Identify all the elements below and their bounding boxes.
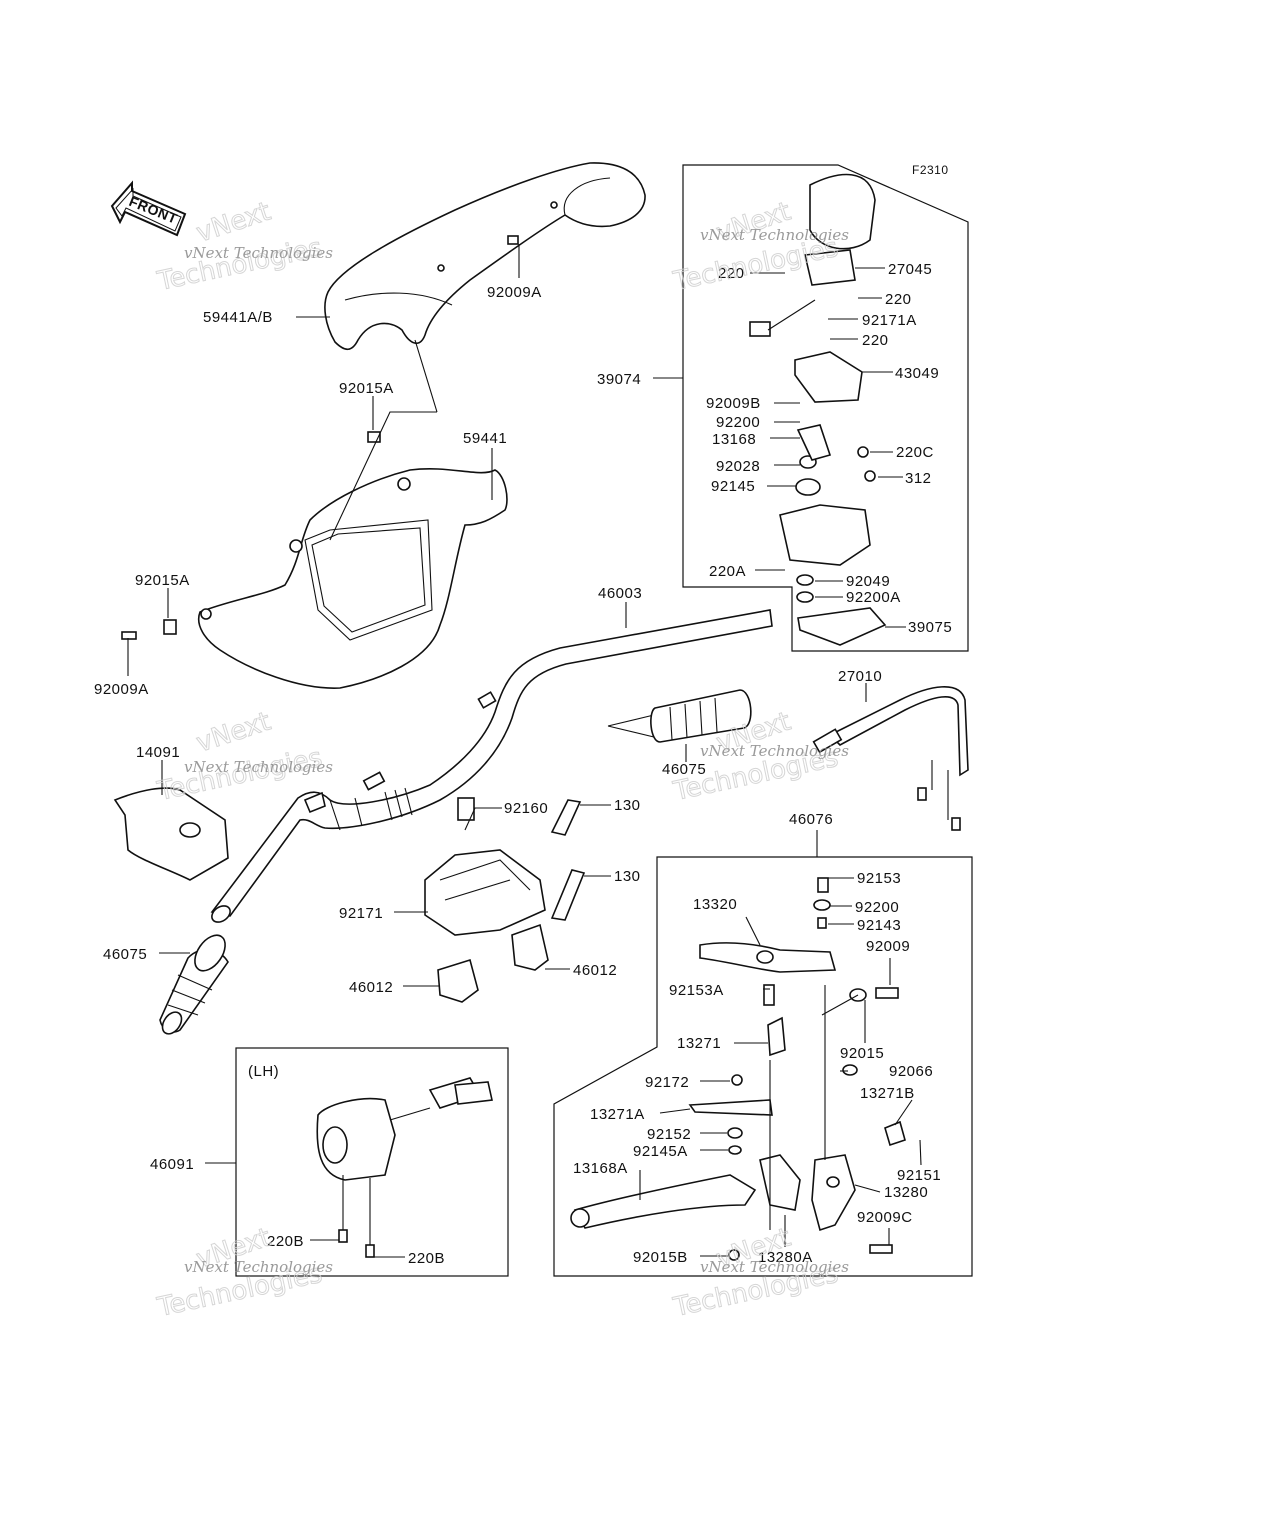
svg-text:vNext Technologies: vNext Technologies xyxy=(184,758,333,776)
label-46012-left: 46012 xyxy=(349,979,393,996)
label-46003: 46003 xyxy=(598,585,642,602)
label-59441ab: 59441A/B xyxy=(203,309,273,326)
svg-text:vNext Technologies: vNext Technologies xyxy=(700,1258,849,1276)
label-59441: 59441 xyxy=(463,430,507,447)
label-39075: 39075 xyxy=(908,619,952,636)
label-46076: 46076 xyxy=(789,811,833,828)
lh-switch-46091 xyxy=(316,1077,493,1258)
label-92171: 92171 xyxy=(339,905,383,922)
label-92171a: 92171A xyxy=(862,312,917,329)
label-13271a: 13271A xyxy=(590,1106,645,1123)
label-92015a-left: 92015A xyxy=(135,572,190,589)
svg-text:Technologies: Technologies xyxy=(154,233,325,297)
label-220-1: 220 xyxy=(718,265,745,282)
front-arrow-icon: FRONT xyxy=(110,180,187,237)
label-92009b: 92009B xyxy=(706,395,761,412)
watermark-3: vNext Technologies vNext Technologies xyxy=(154,706,334,807)
svg-text:vNext: vNext xyxy=(193,197,275,249)
label-92200: 92200 xyxy=(716,414,760,431)
handlebar-46003 xyxy=(210,609,773,923)
label-92015: 92015 xyxy=(840,1045,884,1062)
label-92015b: 92015B xyxy=(633,1249,688,1266)
label-92009a-top: 92009A xyxy=(487,284,542,301)
label-14091: 14091 xyxy=(136,744,180,761)
label-220b-2: 220B xyxy=(408,1250,445,1267)
label-92152: 92152 xyxy=(647,1126,691,1143)
throttle-assembly-box xyxy=(682,164,969,652)
label-13320: 13320 xyxy=(693,896,737,913)
label-13280a: 13280A xyxy=(758,1249,813,1266)
label-92160: 92160 xyxy=(504,800,548,817)
label-13271b: 13271B xyxy=(860,1085,915,1102)
label-92200-b: 92200 xyxy=(855,899,899,916)
label-92172: 92172 xyxy=(645,1074,689,1091)
lh-box-label: (LH) xyxy=(248,1063,279,1080)
label-46012-right: 46012 xyxy=(573,962,617,979)
label-130-1: 130 xyxy=(614,797,641,814)
leader-lines xyxy=(127,244,922,1258)
label-220c: 220C xyxy=(896,444,934,461)
throttle-assembly-39074 xyxy=(749,173,887,646)
lh-switch-box xyxy=(235,1047,509,1277)
label-92066: 92066 xyxy=(889,1063,933,1080)
label-92009: 92009 xyxy=(866,938,910,955)
diagram-code: F2310 xyxy=(912,163,949,177)
svg-text:vNext Technologies: vNext Technologies xyxy=(184,1258,333,1276)
label-130-2: 130 xyxy=(614,868,641,885)
part-labels: 59441A/B 92009A 92015A 59441 92015A 9200… xyxy=(94,261,952,1267)
grip-46075-top xyxy=(607,689,752,743)
label-92143: 92143 xyxy=(857,917,901,934)
label-92145a: 92145A xyxy=(633,1143,688,1160)
label-220b-1: 220B xyxy=(267,1233,304,1250)
label-92151: 92151 xyxy=(897,1167,941,1184)
clamp-assembly-46012 xyxy=(424,797,586,1003)
label-43049: 43049 xyxy=(895,365,939,382)
label-13168a: 13168A xyxy=(573,1160,628,1177)
watermark-5: vNext Technologies vNext Technologies xyxy=(154,1222,334,1323)
watermarks: vNext Technologies vNext Technologies vN… xyxy=(154,196,850,1323)
label-92153: 92153 xyxy=(857,870,901,887)
label-220a: 220A xyxy=(709,563,746,580)
label-13271: 13271 xyxy=(677,1035,721,1052)
label-92049: 92049 xyxy=(846,573,890,590)
bracket-14091 xyxy=(113,787,229,881)
svg-text:vNext Technologies: vNext Technologies xyxy=(700,742,849,760)
label-13168: 13168 xyxy=(712,431,756,448)
cable-27010 xyxy=(812,686,969,831)
label-220-3: 220 xyxy=(862,332,889,349)
svg-text:vNext Technologies: vNext Technologies xyxy=(184,244,333,262)
grip-46075-left xyxy=(159,934,229,1035)
label-92009a-left: 92009A xyxy=(94,681,149,698)
fasteners xyxy=(121,235,519,640)
label-220-2: 220 xyxy=(885,291,912,308)
label-39074: 39074 xyxy=(597,371,641,388)
lever-assembly-46076 xyxy=(570,877,906,1261)
label-92145: 92145 xyxy=(711,478,755,495)
label-92028: 92028 xyxy=(716,458,760,475)
svg-text:vNext: vNext xyxy=(193,707,275,759)
label-46075-left: 46075 xyxy=(103,946,147,963)
upper-cover-59441ab xyxy=(324,162,646,351)
label-13280: 13280 xyxy=(884,1184,928,1201)
label-92153a: 92153A xyxy=(669,982,724,999)
watermark-6: vNext Technologies vNext Technologies xyxy=(670,1222,850,1323)
label-92015a-top: 92015A xyxy=(339,380,394,397)
label-92009c: 92009C xyxy=(857,1209,913,1226)
label-46091: 46091 xyxy=(150,1156,194,1173)
lever-assembly-box xyxy=(553,856,973,1277)
svg-text:vNext Technologies: vNext Technologies xyxy=(700,226,849,244)
label-27045: 27045 xyxy=(888,261,932,278)
label-46075-top: 46075 xyxy=(662,761,706,778)
label-312: 312 xyxy=(905,470,932,487)
label-27010: 27010 xyxy=(838,668,882,685)
label-92200a: 92200A xyxy=(846,589,901,606)
lower-cover-59441 xyxy=(198,468,508,689)
